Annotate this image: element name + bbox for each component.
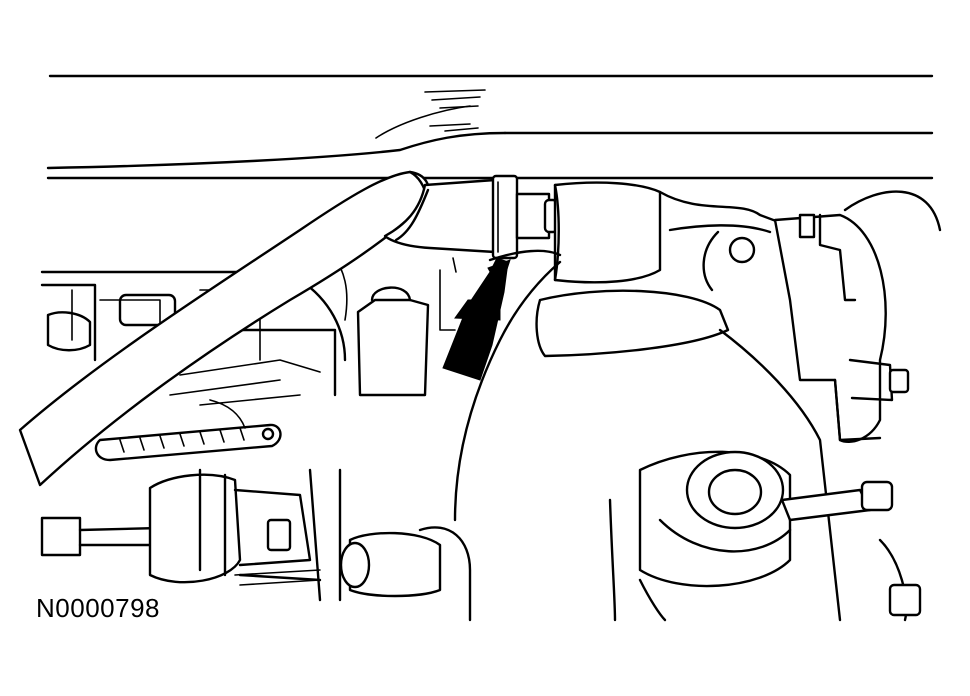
throttle-body xyxy=(453,181,842,622)
sensor-bracket xyxy=(356,257,457,397)
figure-reference-code: N0000798 xyxy=(36,593,160,623)
pressure-regulator xyxy=(608,450,922,622)
idle-air-actuator xyxy=(773,190,942,443)
lower-center-fittings xyxy=(338,468,472,622)
lower-left-components xyxy=(40,468,322,602)
pointer-arrow-icon xyxy=(442,257,511,381)
upper-tubes xyxy=(46,74,934,180)
hose-clip-strap xyxy=(94,399,282,462)
